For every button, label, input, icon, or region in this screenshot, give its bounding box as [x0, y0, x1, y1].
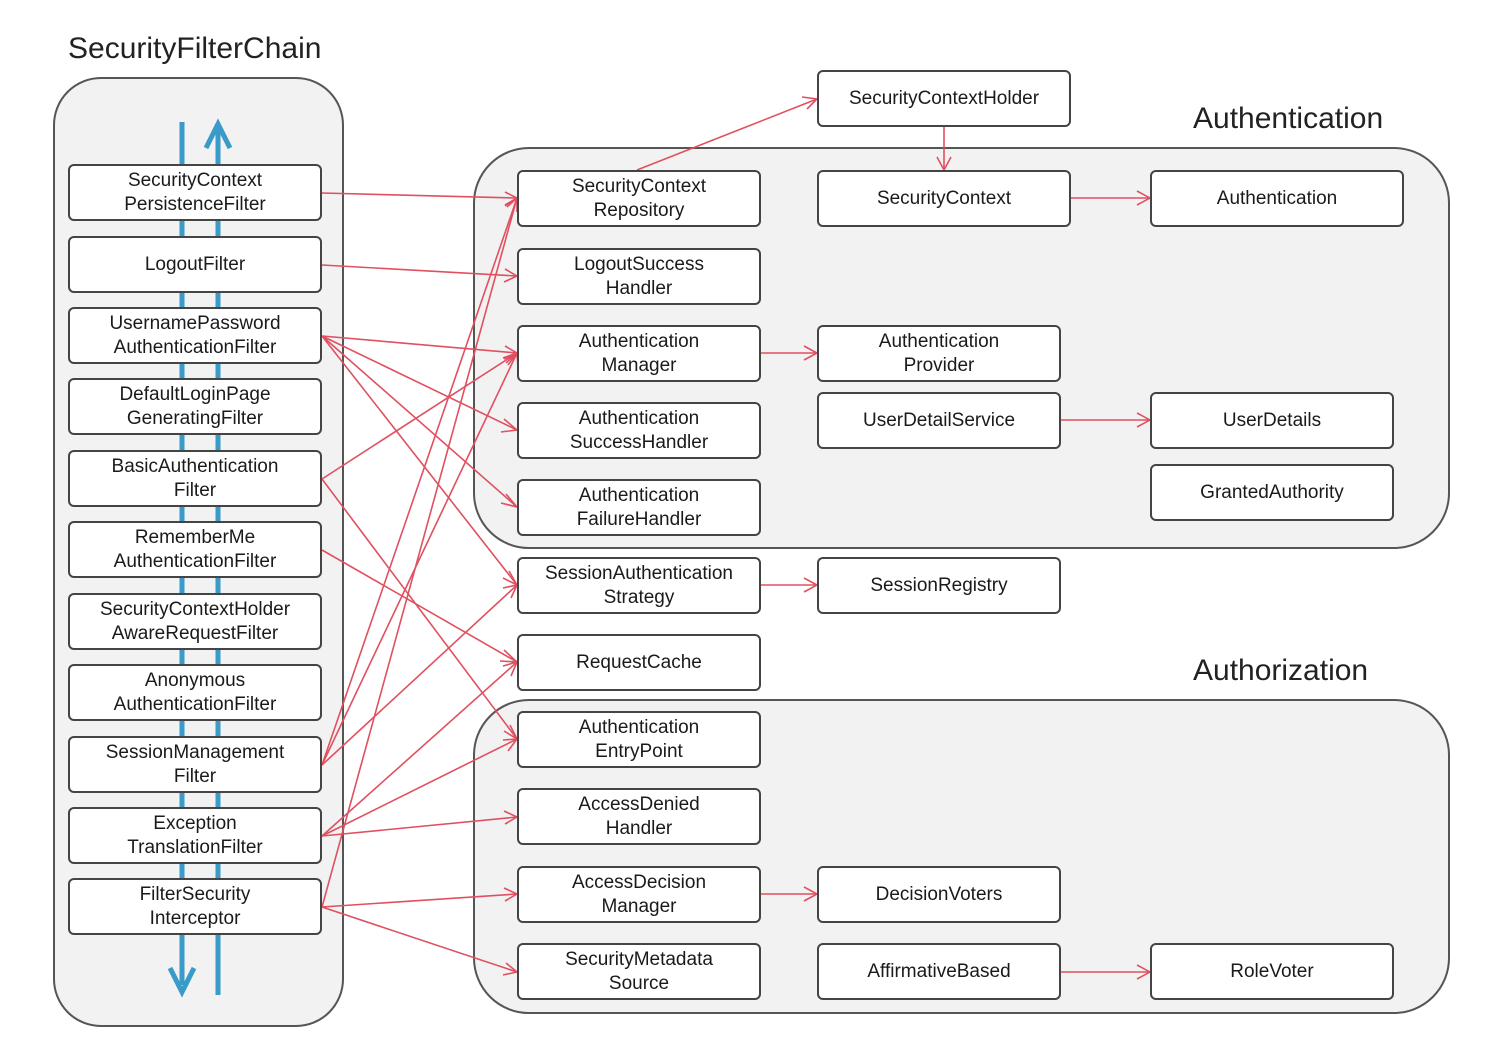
filter-username-password-authentication[interactable]: UsernamePassword AuthenticationFilter	[68, 307, 322, 364]
decision-voters-node[interactable]: DecisionVoters	[817, 866, 1061, 923]
authentication-success-handler-node[interactable]: Authentication SuccessHandler	[517, 402, 761, 459]
filter-remember-me-authentication[interactable]: RememberMe AuthenticationFilter	[68, 521, 322, 578]
arrow-session-to-strategy	[321, 584, 518, 766]
arrow-exception-to-accessdenied	[321, 816, 518, 837]
filter-basic-authentication[interactable]: BasicAuthentication Filter	[68, 450, 322, 507]
arrow-logout-to-handler	[321, 264, 518, 277]
arrow-username-to-manager	[321, 335, 518, 354]
arrow-session-to-manager	[321, 352, 518, 766]
arrow-session-to-repository	[321, 197, 518, 766]
access-denied-handler-node[interactable]: AccessDenied Handler	[517, 788, 761, 845]
user-detail-service-node[interactable]: UserDetailService	[817, 392, 1061, 449]
arrow-rememberme-to-requestcache	[321, 549, 518, 663]
security-context-repository-node[interactable]: SecurityContext Repository	[517, 170, 761, 227]
authentication-title: Authentication	[1193, 102, 1384, 135]
authentication-manager-node[interactable]: Authentication Manager	[517, 325, 761, 382]
arrow-repository-to-holder	[636, 98, 818, 171]
affirmative-based-node[interactable]: AffirmativeBased	[817, 943, 1061, 1000]
session-registry-node[interactable]: SessionRegistry	[817, 557, 1061, 614]
filter-security-interceptor[interactable]: FilterSecurity Interceptor	[68, 878, 322, 935]
granted-authority-node[interactable]: GrantedAuthority	[1150, 464, 1394, 521]
arrow-exception-to-entrypoint	[321, 738, 518, 837]
arrow-interceptor-to-metadata	[321, 906, 518, 973]
authentication-node[interactable]: Authentication	[1150, 170, 1404, 227]
filter-default-login-page-generating[interactable]: DefaultLoginPage GeneratingFilter	[68, 378, 322, 435]
role-voter-node[interactable]: RoleVoter	[1150, 943, 1394, 1000]
filter-security-context-persistence[interactable]: SecurityContext PersistenceFilter	[68, 164, 322, 221]
user-details-node[interactable]: UserDetails	[1150, 392, 1394, 449]
access-decision-manager-node[interactable]: AccessDecision Manager	[517, 866, 761, 923]
security-context-holder-node[interactable]: SecurityContextHolder	[817, 70, 1071, 127]
arrow-basic-to-manager	[321, 352, 518, 480]
logout-success-handler-node[interactable]: LogoutSuccess Handler	[517, 248, 761, 305]
arrow-basic-to-entrypoint	[321, 478, 518, 740]
arrow-persistence-to-repository	[321, 192, 518, 199]
up-arrow-head	[203, 118, 233, 150]
arrow-interceptor-to-repository	[321, 197, 518, 908]
authorization-title: Authorization	[1193, 654, 1369, 687]
filter-session-management[interactable]: SessionManagement Filter	[68, 736, 322, 793]
down-arrow-head	[167, 966, 197, 998]
arrow-username-to-session-strategy	[321, 335, 518, 586]
arrow-exception-to-requestcache	[321, 661, 518, 837]
arrow-username-to-success	[321, 335, 518, 431]
security-filter-chain-title: SecurityFilterChain	[68, 32, 322, 65]
arrow-interceptor-to-decisionmanager	[321, 893, 518, 908]
filter-logout[interactable]: LogoutFilter	[68, 236, 322, 293]
filter-security-context-holder-aware-request[interactable]: SecurityContextHolder AwareRequestFilter	[68, 593, 322, 650]
session-authentication-strategy-node[interactable]: SessionAuthentication Strategy	[517, 557, 761, 614]
authentication-failure-handler-node[interactable]: Authentication FailureHandler	[517, 479, 761, 536]
filter-anonymous-authentication[interactable]: Anonymous AuthenticationFilter	[68, 664, 322, 721]
arrow-username-to-failure	[321, 335, 518, 508]
authentication-entry-point-node[interactable]: Authentication EntryPoint	[517, 711, 761, 768]
authentication-provider-node[interactable]: Authentication Provider	[817, 325, 1061, 382]
security-metadata-source-node[interactable]: SecurityMetadata Source	[517, 943, 761, 1000]
filter-exception-translation[interactable]: Exception TranslationFilter	[68, 807, 322, 864]
security-context-node[interactable]: SecurityContext	[817, 170, 1071, 227]
request-cache-node[interactable]: RequestCache	[517, 634, 761, 691]
